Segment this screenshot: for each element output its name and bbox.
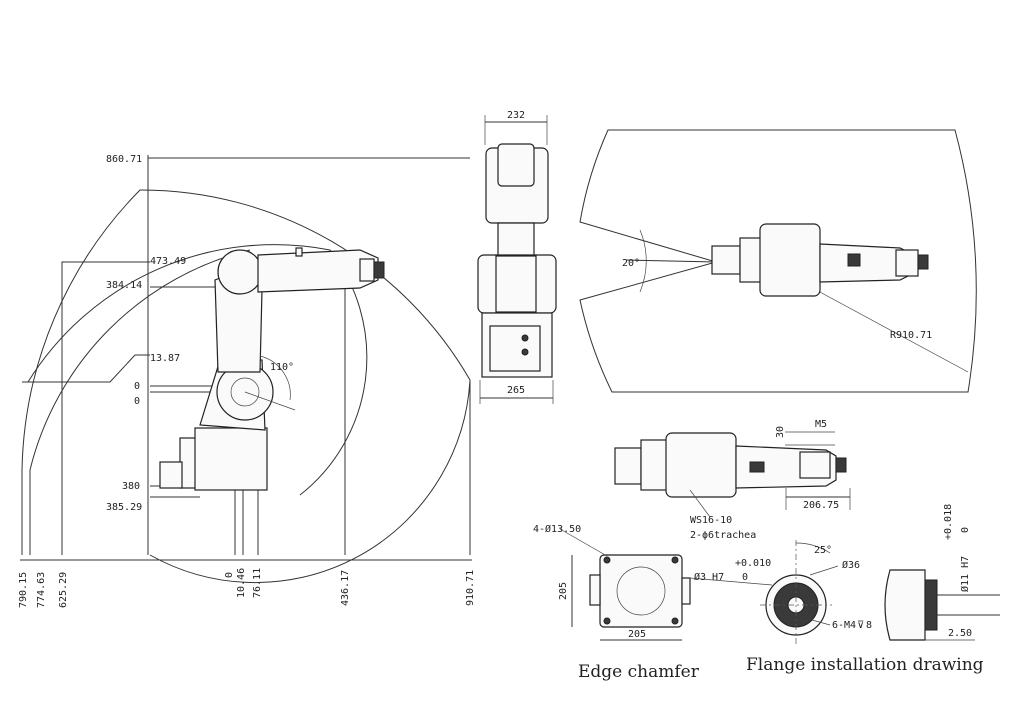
base-width-205: 205 <box>628 629 646 640</box>
dim-473-49: 473.49 <box>150 256 186 267</box>
pin-diameter: Ø3 H7 <box>694 571 724 583</box>
bore-tolerance-zero: 0 <box>960 527 971 533</box>
thread-depth-icon: ⊽ <box>857 620 864 631</box>
length-206-75: 206.75 <box>803 500 839 511</box>
base-holes: 4-Ø13.50 <box>533 523 581 535</box>
width-265: 265 <box>507 385 525 396</box>
dim-385-29: 385.29 <box>106 502 142 513</box>
dim-625-29: 625.29 <box>58 572 69 608</box>
connector-ws16-10: WS16-10 <box>690 515 732 526</box>
dim-774-63: 774.63 <box>36 572 47 608</box>
angle-20: 20° <box>622 258 640 269</box>
dim-zero-upper: 0 <box>134 381 140 392</box>
base-view: 4-Ø13.50 205 205 Edge chamfer <box>533 523 700 682</box>
dim-380: 380 <box>122 481 140 492</box>
trachea-label: 2-ϕ6trachea <box>690 530 756 541</box>
pin-tolerance-zero: 0 <box>742 572 748 583</box>
dim-436-17: 436.17 <box>340 570 351 606</box>
side-view: 860.71 473.49 384.14 13.87 0 0 380 385.2… <box>18 154 476 608</box>
flange-caption: Flange installation drawing <box>746 655 984 675</box>
dim-384-14: 384.14 <box>106 280 142 291</box>
dim-zero-bottom: 0 <box>224 572 235 578</box>
thread-depth: 8 <box>866 620 872 631</box>
dim-860-71: 860.71 <box>106 154 142 165</box>
bore-diameter: Ø11 H7 <box>959 556 971 592</box>
dim-zero-lower: 0 <box>134 396 140 407</box>
thread-m5: M5 <box>815 419 827 430</box>
width-232: 232 <box>507 110 525 121</box>
dim-76-11: 76.11 <box>252 568 263 598</box>
flange-diameter-36: Ø36 <box>842 559 860 571</box>
front-view: 232 265 <box>477 110 557 404</box>
base-height-205: 205 <box>558 582 569 600</box>
bore-tolerance-upper: +0.018 <box>943 504 954 540</box>
dim-13-87: 13.87 <box>150 353 180 364</box>
chamfer-2-50: 2.50 <box>948 628 972 639</box>
flange-angle-25: 25° <box>814 545 832 556</box>
flange-view: +0.010 0 Ø3 H7 25° Ø36 6-M4 ⊽ 8 +0.018 0… <box>689 504 1000 675</box>
joint-angle-110: 110° <box>270 362 294 373</box>
pin-tolerance-upper: +0.010 <box>735 558 771 569</box>
tool-view: 30 M5 206.75 WS16-10 2-ϕ6trachea <box>614 419 851 541</box>
dim-790-15: 790.15 <box>18 572 29 608</box>
edge-chamfer-caption: Edge chamfer <box>578 662 700 682</box>
dim-30: 30 <box>775 426 786 438</box>
top-view: 20° R910.71 <box>579 129 977 393</box>
radius-910-71: R910.71 <box>890 330 932 341</box>
flange-threads: 6-M4 <box>832 620 856 631</box>
dim-10-46: 10.46 <box>236 568 247 598</box>
dim-910-71: 910.71 <box>465 570 476 606</box>
